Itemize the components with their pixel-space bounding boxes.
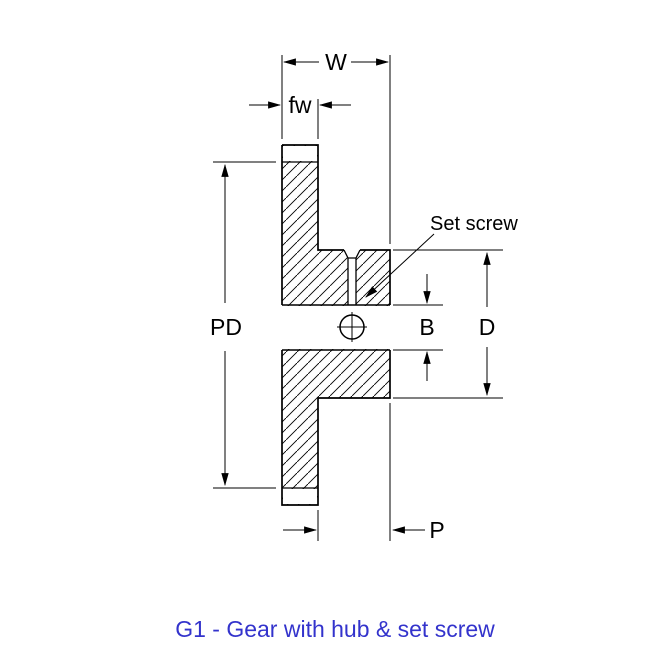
- set-screw-hole-lines: [343, 249, 361, 305]
- part-outline: [281, 144, 391, 506]
- pitch-lines: [282, 161, 318, 489]
- gear-cross-section: [281, 144, 391, 506]
- dim-width-W: [281, 55, 391, 244]
- ext-lines-PD: [213, 161, 276, 489]
- tooth-band-bottom: [283, 489, 317, 504]
- dim-hub-diameter-D: [393, 249, 503, 399]
- bore-lines: [282, 304, 390, 351]
- caption: G1 - Gear with hub & set screw: [175, 616, 495, 642]
- ext-lines-W: [281, 55, 391, 244]
- label-W: W: [325, 49, 347, 75]
- label-P: P: [429, 517, 444, 543]
- label-set-screw: Set screw: [430, 213, 518, 235]
- tooth-band-top: [283, 146, 317, 161]
- set-screw-crosshair: [337, 312, 367, 342]
- ext-lines-B: [393, 304, 443, 351]
- dimensions: [213, 55, 503, 541]
- set-screw-callout: [365, 233, 435, 298]
- label-fw: fw: [289, 92, 312, 118]
- label-D: D: [479, 314, 496, 340]
- dim-face-width-fw: [249, 99, 351, 139]
- label-B: B: [419, 314, 434, 340]
- dim-projection-P: [283, 403, 425, 541]
- ext-lines-D: [393, 249, 503, 399]
- dim-pitch-diameter-PD: [213, 161, 276, 489]
- set-screw-leader-line: [365, 233, 435, 298]
- dim-bore-B: [393, 274, 443, 381]
- ext-lines-P: [317, 403, 391, 541]
- label-PD: PD: [210, 314, 242, 340]
- bore-channel: [281, 306, 391, 349]
- dimension-labels: W fw PD B D P Set screw: [210, 49, 518, 543]
